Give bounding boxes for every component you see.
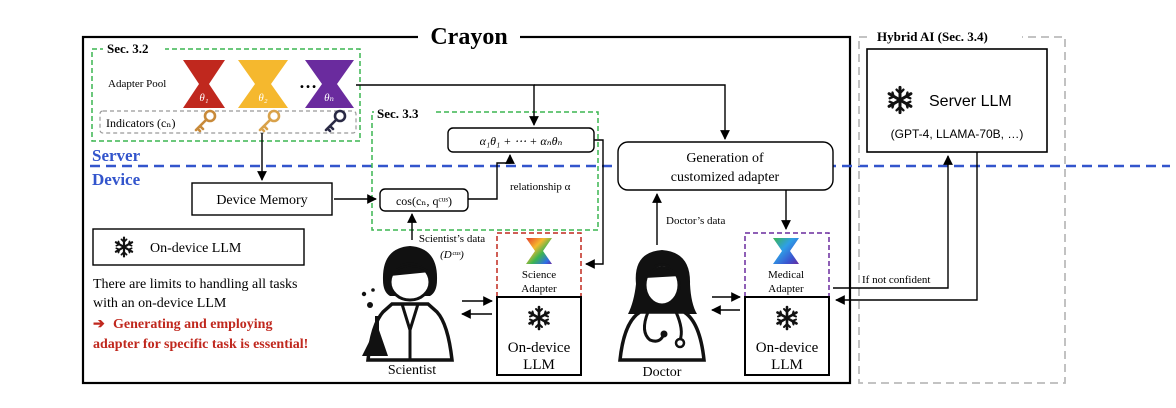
cosine-box bbox=[379, 188, 469, 212]
sec32-box bbox=[91, 48, 361, 142]
emph-text-line1: Generating and employing bbox=[113, 317, 272, 332]
science-llm-line2: LLM bbox=[523, 357, 555, 373]
emph-arrow-icon: ➔ bbox=[93, 317, 105, 332]
doctor-figure bbox=[618, 250, 706, 362]
medical-llm-line1: On-device bbox=[756, 340, 819, 356]
formula-text: α₁θ₁ + ⋯ + αₙθₙ bbox=[480, 134, 563, 148]
server-llm-label: Server LLM bbox=[929, 93, 1012, 110]
medical-adapter-box bbox=[744, 232, 830, 298]
medical-adapter-line1: Medical bbox=[768, 269, 804, 281]
key-1-icon bbox=[194, 109, 217, 133]
crayon-title: Crayon bbox=[430, 24, 507, 50]
adapter-thetaN-icon bbox=[305, 60, 354, 108]
adapter-pool-label: Adapter Pool bbox=[108, 78, 166, 90]
on-device-llm-box bbox=[92, 228, 305, 266]
server-llm-models: (GPT-4, LLAMA-70B, …) bbox=[891, 127, 1024, 141]
generation-box bbox=[617, 141, 834, 191]
science-llm-line1: On-device bbox=[508, 340, 571, 356]
hybrid-ai-label: Hybrid AI (Sec. 3.4) bbox=[877, 29, 988, 44]
medical-adapter-icon bbox=[773, 238, 799, 264]
science-adapter-icon bbox=[526, 238, 552, 264]
cosine-text: cos(cₙ, qᶜᵘˢ) bbox=[396, 194, 452, 208]
limits-text-line2: with an on-device LLM bbox=[93, 296, 227, 311]
theta1-label: θ₁ bbox=[199, 92, 208, 104]
server-label: Server bbox=[92, 146, 141, 165]
adapter-theta2-icon bbox=[238, 60, 288, 108]
emph-text-line2: adapter for specific task is essential! bbox=[93, 337, 308, 352]
limits-text-line1: There are limits to handling all tasks bbox=[93, 277, 298, 292]
device-memory-label: Device Memory bbox=[216, 193, 307, 208]
thetaN-label: θₙ bbox=[324, 92, 334, 104]
relationship-label: relationship α bbox=[510, 181, 571, 193]
scientist-data-line1: Scientist’s data bbox=[419, 233, 485, 245]
medical-llm-line2: LLM bbox=[771, 357, 803, 373]
generation-line2: customized adapter bbox=[671, 170, 780, 185]
sec33-box bbox=[371, 111, 599, 231]
hybrid-ai-frame bbox=[858, 36, 1066, 384]
key-N-icon bbox=[324, 109, 347, 133]
on-device-llm-label: On-device LLM bbox=[150, 241, 242, 256]
sec32-label: Sec. 3.2 bbox=[107, 41, 149, 56]
device-memory-box bbox=[191, 182, 333, 216]
doctor-data-label: Doctor’s data bbox=[666, 215, 725, 227]
if-not-confident-label: If not confident bbox=[862, 274, 930, 286]
scientist-label: Scientist bbox=[388, 363, 436, 378]
indicators-row bbox=[99, 110, 357, 134]
medical-adapter-line2: Adapter bbox=[768, 283, 804, 295]
sec33-label: Sec. 3.3 bbox=[377, 106, 419, 121]
key-2-icon bbox=[258, 109, 281, 133]
doctor-label: Doctor bbox=[643, 365, 682, 380]
connector-arrows bbox=[257, 84, 978, 319]
science-adapter-line2: Adapter bbox=[521, 283, 557, 295]
generation-line1: Generation of bbox=[686, 151, 764, 166]
indicators-label: Indicators (cₙ) bbox=[106, 116, 176, 130]
scientist-figure bbox=[361, 246, 454, 362]
science-adapter-line1: Science bbox=[522, 269, 556, 281]
adapter-theta1-icon bbox=[183, 60, 225, 108]
pool-ellipsis: … bbox=[299, 72, 317, 92]
scientist-data-line2: (Dᶜᵘˢ) bbox=[440, 249, 464, 261]
science-adapter-box bbox=[496, 232, 582, 298]
theta2-label: θ₂ bbox=[258, 92, 267, 104]
device-label: Device bbox=[92, 170, 141, 189]
